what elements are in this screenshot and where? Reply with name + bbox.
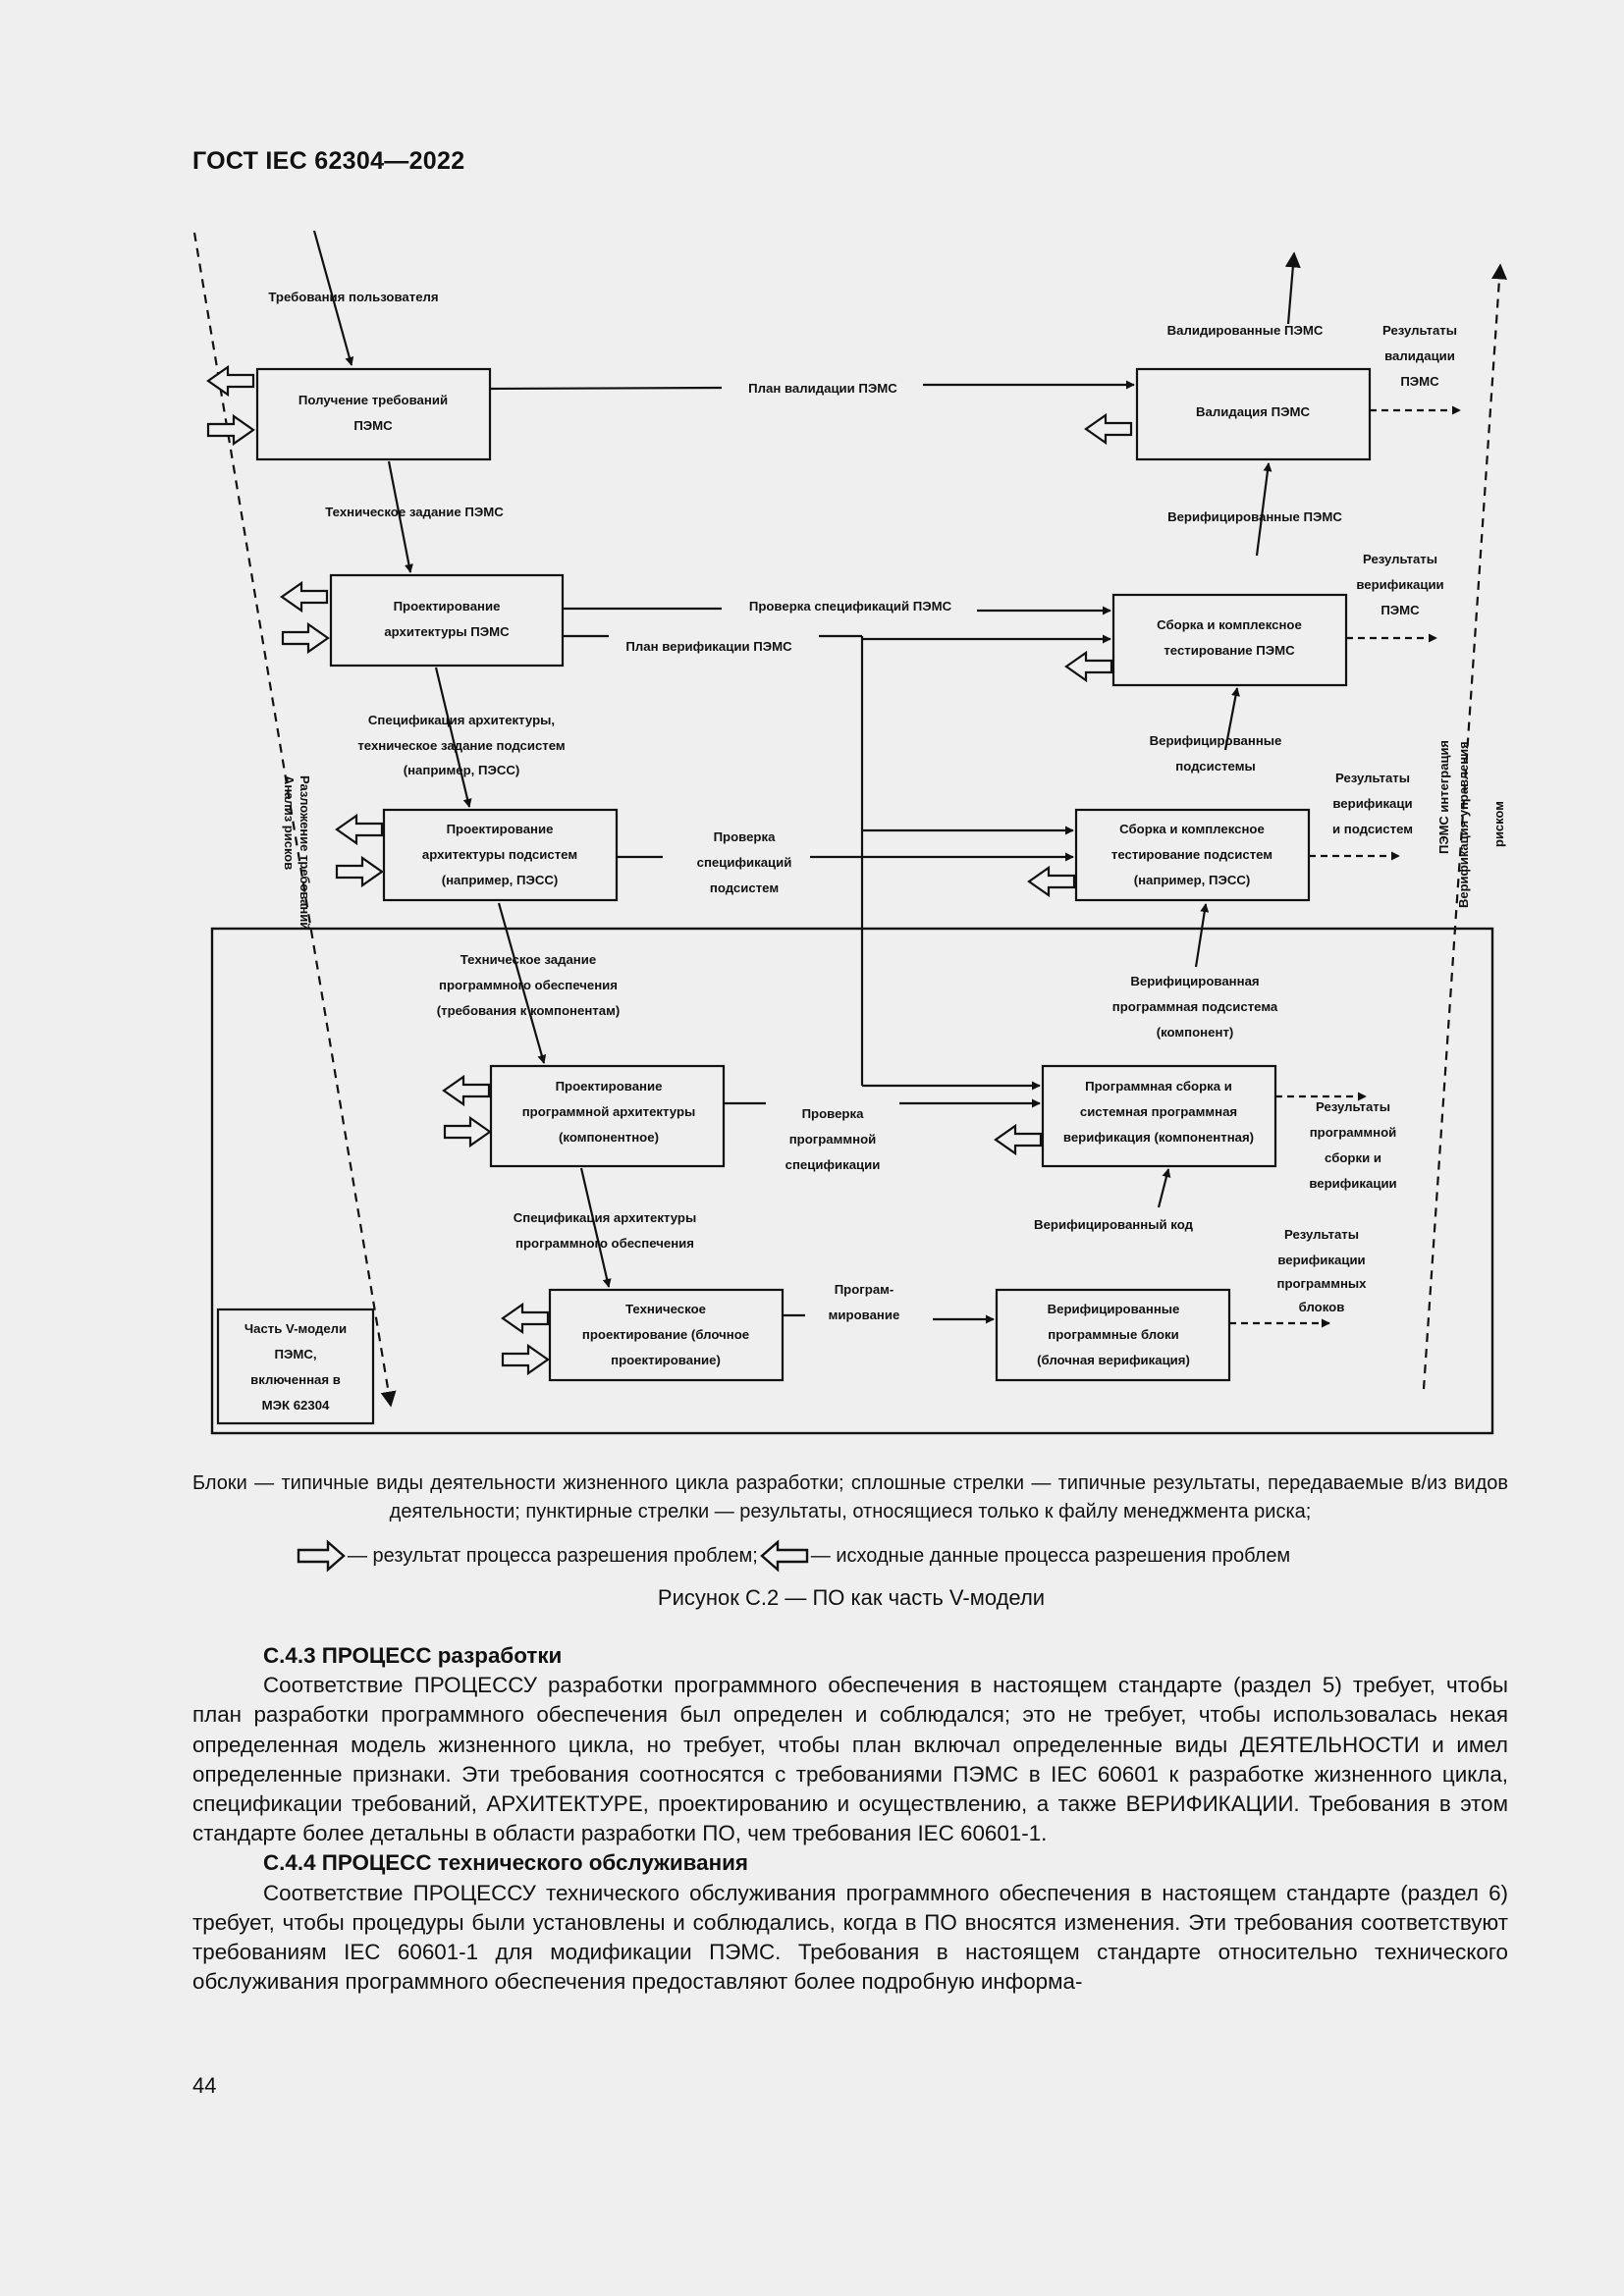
label-user-requirements: Требования пользователя xyxy=(268,290,438,304)
box-sw-arch xyxy=(489,1064,726,1168)
output-hollow-arrow-icon xyxy=(297,1539,346,1573)
input-hollow-arrow xyxy=(280,580,329,614)
box-integration-pems xyxy=(1111,593,1348,687)
software-scope-frame xyxy=(210,927,1494,1435)
label-verified-code: Верифицированный код xyxy=(1034,1217,1194,1232)
legend-input-label: — исходные данные процесса разрешения пр… xyxy=(810,1544,1291,1567)
legend-text: Блоки — типичные виды деятельности жизне… xyxy=(192,1472,1508,1522)
legend-output-label: — результат процесса разрешения проблем; xyxy=(348,1544,758,1567)
output-hollow-arrow xyxy=(501,1343,550,1376)
input-hollow-arrow xyxy=(1064,650,1113,683)
label-tech-spec-pems: Техническое задание ПЭМС xyxy=(325,505,504,519)
input-hollow-arrow xyxy=(335,813,384,846)
label-programming: Програм-мирование xyxy=(829,1282,900,1322)
box-detailed-design xyxy=(548,1288,785,1382)
section-heading: С.4.4 ПРОЦЕСС технического обслуживания xyxy=(263,1850,748,1876)
box-arch-pems xyxy=(329,573,565,667)
label-right-vertical-2: Верификация управления xyxy=(1456,741,1471,908)
label-left-vertical-2: Анализ рисков xyxy=(282,775,297,870)
input-hollow-arrow xyxy=(994,1123,1043,1156)
input-hollow-arrow xyxy=(1084,412,1133,446)
box-sw-integration xyxy=(1041,1064,1277,1168)
box-verified-units xyxy=(995,1288,1231,1382)
input-hollow-arrow xyxy=(206,364,255,398)
label-arch-spec: Спецификация архитектуры,техническое зад… xyxy=(357,713,565,777)
input-hollow-arrow xyxy=(1027,865,1076,898)
section-paragraph: Соответствие ПРОЦЕССУ разработки програм… xyxy=(192,1673,1508,1846)
document-header: ГОСТ IEC 62304—2022 xyxy=(192,147,465,175)
box-arch-subsys xyxy=(382,808,619,902)
input-hollow-arrow-icon xyxy=(759,1539,808,1573)
output-hollow-arrow xyxy=(443,1115,492,1148)
figure-caption: Рисунок С.2 — ПО как часть V-модели xyxy=(657,1585,1046,1610)
box-validation xyxy=(1135,367,1372,461)
problem-resolution-arrows xyxy=(206,364,1133,1376)
output-hollow-arrow xyxy=(206,413,255,447)
label-verification-plan: План верификации ПЭМС xyxy=(625,639,792,654)
label-verified-pems: Верифицированные ПЭМС xyxy=(1167,509,1342,524)
input-hollow-arrow xyxy=(501,1302,550,1335)
input-hollow-arrow xyxy=(442,1074,491,1107)
node-validation: Валидация ПЭМС xyxy=(1196,404,1310,419)
label-validation-plan: План валидации ПЭМС xyxy=(748,381,897,396)
label-left-vertical-1: Разложение требований xyxy=(298,775,312,930)
output-hollow-arrow xyxy=(281,621,330,655)
section-heading: С.4.3 ПРОЦЕСС разработки xyxy=(263,1643,563,1668)
box-vmodel-part xyxy=(216,1308,375,1425)
label-spec-check: Проверка спецификаций ПЭМС xyxy=(749,599,952,614)
legend-arrows: — результат процесса разрешения проблем;… xyxy=(295,1539,1424,1573)
output-hollow-arrow xyxy=(335,855,384,888)
box-get-requirements xyxy=(255,367,492,461)
section-paragraph: Соответствие ПРОЦЕССУ технического обслу… xyxy=(192,1880,1508,1995)
label-validated-pems: Валидированные ПЭМС xyxy=(1167,323,1324,338)
left-dashed-arrow xyxy=(192,232,397,1408)
label-right-vertical-3: риском xyxy=(1491,801,1506,847)
page-number: 44 xyxy=(192,2073,217,2098)
body-text: С.4.3 ПРОЦЕСС разработки Соответствие ПР… xyxy=(192,1641,1508,1997)
label-right-vertical-1: ПЭМС интеграция xyxy=(1436,740,1451,854)
